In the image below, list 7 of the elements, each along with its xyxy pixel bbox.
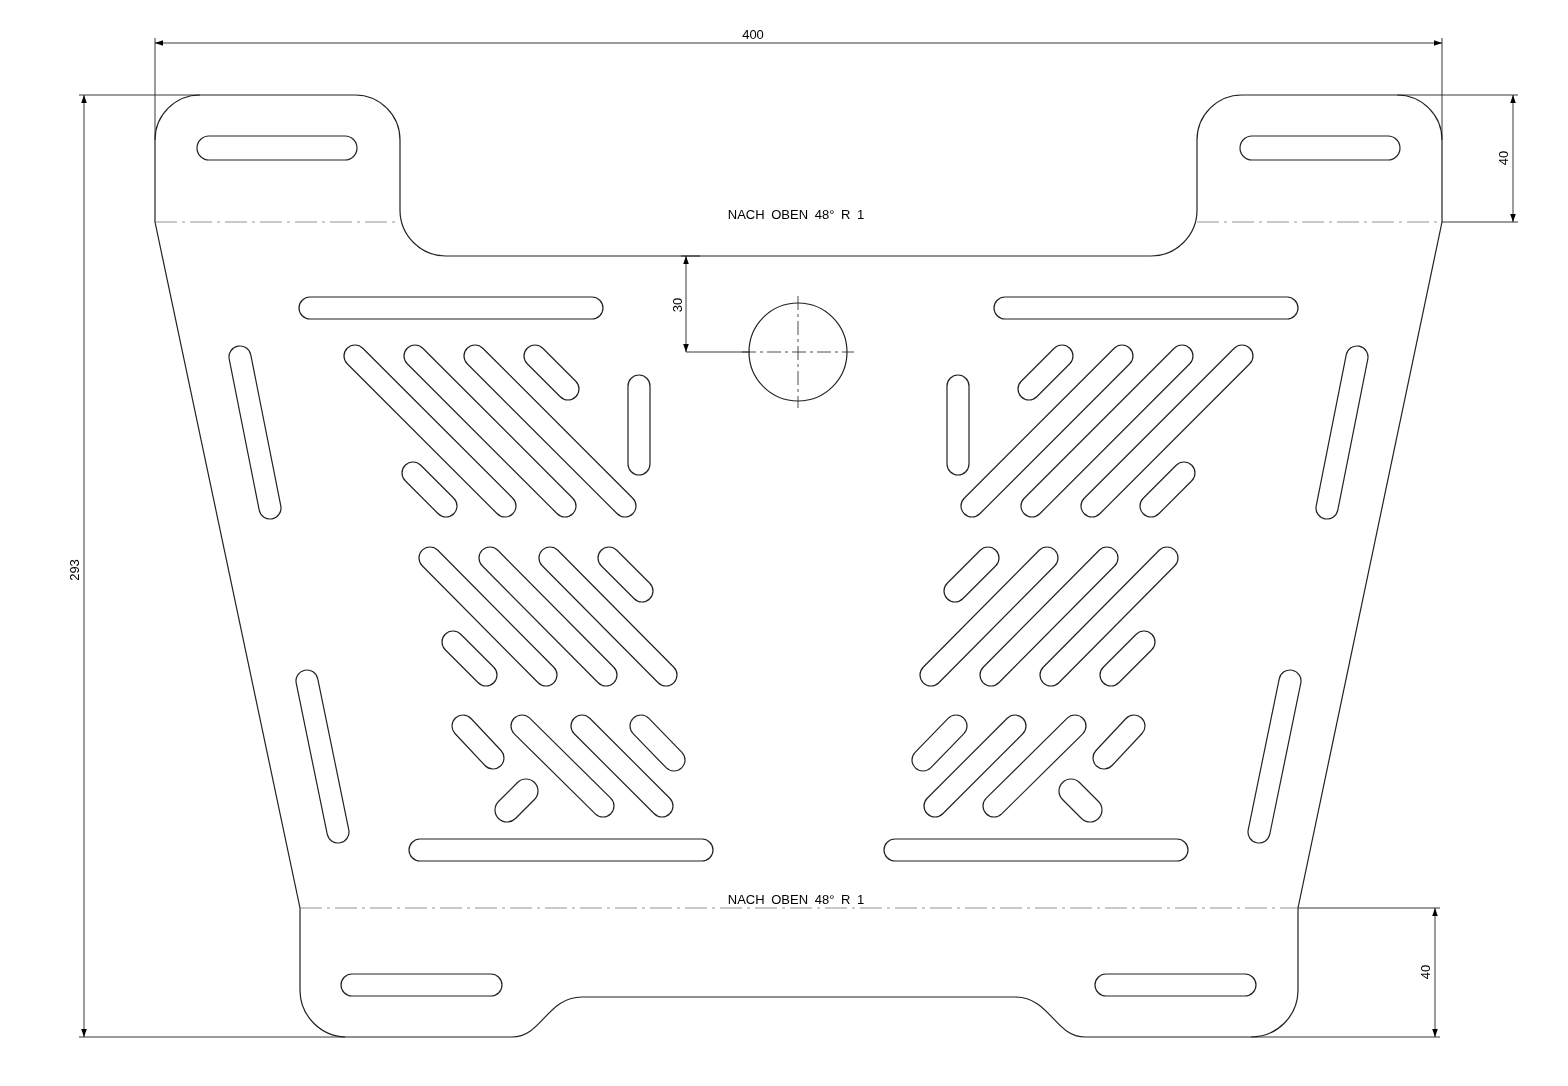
dimension-value: 40 xyxy=(1419,964,1433,980)
bend-note: NACH OBEN 48° R 1 xyxy=(727,208,865,222)
dimension-value: 293 xyxy=(68,559,82,581)
dimension-value: 30 xyxy=(671,297,685,313)
dimension-value: 40 xyxy=(1497,150,1511,166)
dimension-value: 400 xyxy=(742,28,764,42)
bend-note: NACH OBEN 48° R 1 xyxy=(727,893,865,907)
